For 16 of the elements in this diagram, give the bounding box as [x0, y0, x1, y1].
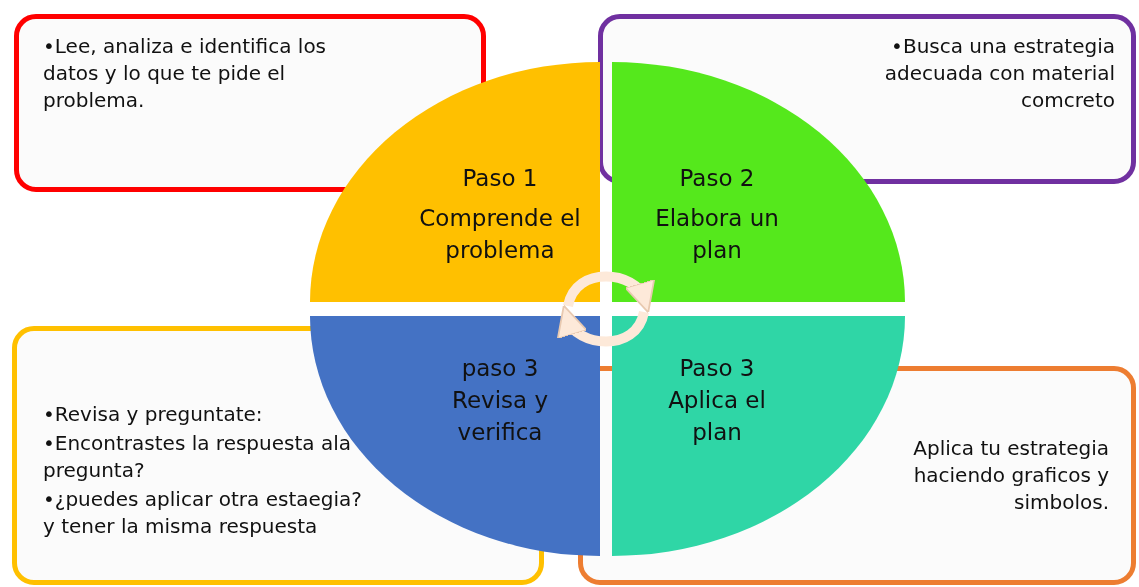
step-heading: Paso 2 — [678, 164, 756, 193]
note-text: •Revisa y preguntate: — [43, 401, 264, 428]
note-text: Aplica tu estrategia haciendo graficos y simbolos. — [912, 435, 1109, 516]
curved-arrow — [563, 271, 652, 313]
note-text: •Lee, analiza e identifica los datos y lo que te pide el problema. — [43, 33, 328, 114]
curved-arrow — [560, 305, 649, 347]
step-heading: Paso 3 — [678, 354, 756, 383]
step-heading: Paso 1 — [461, 164, 539, 193]
step-title: Comprende el problema — [418, 204, 582, 266]
step-title: Revisa y verifica — [450, 386, 550, 448]
step-title: Elabora un plan — [654, 204, 780, 266]
note-text: •Busca una estrategia adecuada con material comcreto — [883, 33, 1115, 114]
step-title: Aplica el plan — [667, 386, 767, 448]
step-heading: paso 3 — [460, 354, 540, 383]
note-text: •Encontrastes la respuesta ala pregunta? — [43, 430, 352, 484]
note-text: •¿puedes aplicar otra estaegia? y tener la misma respuesta — [43, 486, 363, 540]
